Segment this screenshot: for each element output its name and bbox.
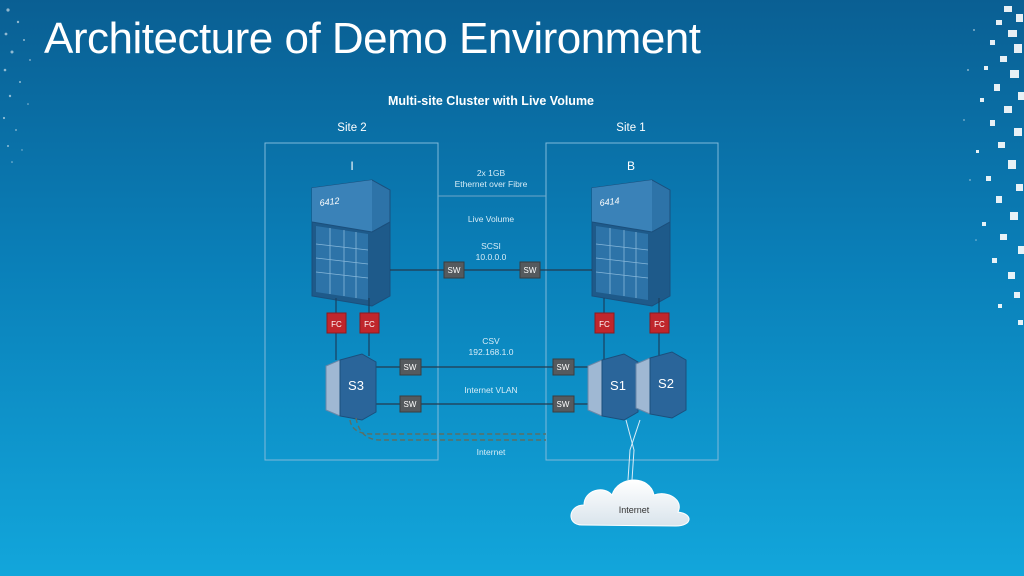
svg-text:SW: SW	[524, 266, 537, 275]
svg-text:SW: SW	[557, 363, 570, 372]
storage-array-6412: 6412	[311, 179, 391, 307]
svg-text:FC: FC	[654, 320, 665, 329]
svg-text:FC: FC	[331, 320, 342, 329]
internet-dashed-path	[349, 417, 546, 441]
svg-text:SW: SW	[404, 400, 417, 409]
server-s3: S3	[325, 353, 377, 421]
array-6412-label: 6412	[319, 196, 340, 208]
diagram-heading: Multi-site Cluster with Live Volume	[388, 94, 594, 108]
svg-text:FC: FC	[599, 320, 610, 329]
internet-cloud-icon: Internet	[570, 479, 690, 527]
switch-vlan-left: SW	[399, 395, 422, 413]
live-volume-label: Live Volume	[468, 214, 515, 224]
scsi-subnet-label: 10.0.0.0	[476, 252, 507, 262]
array-6414-label: 6414	[599, 196, 620, 208]
internet-vlan-label: Internet VLAN	[464, 385, 517, 395]
server-s1: S1	[587, 353, 639, 421]
site-2-node-label: I	[350, 159, 353, 173]
scsi-label: SCSI	[481, 241, 501, 251]
svg-text:S3: S3	[348, 378, 364, 393]
cloud-label: Internet	[619, 505, 650, 515]
internet-link-label: Internet	[477, 447, 506, 457]
fc-box-left-1: FC	[326, 312, 347, 334]
ethernet-link-label-1: 2x 1GB	[477, 168, 506, 178]
fc-box-right-2: FC	[649, 312, 670, 334]
site-1-frame	[545, 142, 719, 461]
svg-text:SW: SW	[448, 266, 461, 275]
site-1-node-label: B	[627, 159, 635, 173]
csv-label: CSV	[482, 336, 500, 346]
site-2-label: Site 2	[337, 122, 366, 134]
site-2-frame	[264, 142, 439, 461]
right-dot-pattern	[963, 6, 1024, 325]
fc-box-left-2: FC	[359, 312, 380, 334]
switch-csv-left: SW	[399, 358, 422, 376]
slide-title: Architecture of Demo Environment	[44, 14, 701, 63]
svg-text:SW: SW	[404, 363, 417, 372]
site-1-label: Site 1	[616, 122, 645, 134]
svg-text:S2: S2	[658, 376, 674, 391]
svg-text:FC: FC	[364, 320, 375, 329]
server-s2: S2	[635, 351, 687, 419]
svg-text:S1: S1	[610, 378, 626, 393]
left-dot-pattern	[2, 8, 31, 163]
fc-box-right-1: FC	[594, 312, 615, 334]
ethernet-link-label-2: Ethernet over Fibre	[455, 179, 528, 189]
csv-subnet-label: 192.168.1.0	[469, 347, 514, 357]
svg-text:SW: SW	[557, 400, 570, 409]
switch-scsi-right: SW	[519, 261, 541, 279]
storage-array-6414: 6414	[591, 179, 671, 307]
switch-csv-right: SW	[552, 358, 575, 376]
switch-vlan-right: SW	[552, 395, 575, 413]
switch-scsi-left: SW	[443, 261, 465, 279]
